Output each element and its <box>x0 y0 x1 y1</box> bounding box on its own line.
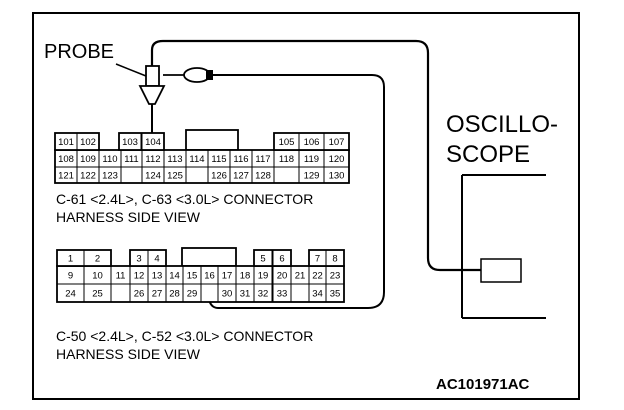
pin-label-31: 31 <box>240 289 251 300</box>
ground-lead <box>207 74 385 309</box>
lower-connector-caption-line1: C-50 <2.4L>, C-52 <3.0L> CONNECTOR <box>56 328 313 344</box>
pin-label-3: 3 <box>136 254 141 265</box>
pin-cell-32 <box>253 283 273 303</box>
upper-connector: 101 102 103 104 105 106 107 108 109 110 111 112 113 1… <box>54 129 350 184</box>
pin-label-122: 122 <box>80 171 96 182</box>
pin-label-19: 19 <box>258 271 269 282</box>
pin-label-130: 130 <box>329 171 345 182</box>
pin-label-11: 11 <box>116 271 126 282</box>
pin-label-24: 24 <box>65 289 76 300</box>
pin-label-124: 124 <box>145 171 161 182</box>
pin-label-1: 1 <box>68 254 73 265</box>
pin-label-12: 12 <box>134 271 145 282</box>
pin-label-16: 16 <box>204 271 215 282</box>
oscilloscope <box>461 174 546 319</box>
pin-label-5: 5 <box>260 254 265 265</box>
pin-label-129: 129 <box>304 171 320 182</box>
pin-label-18: 18 <box>240 271 251 282</box>
pin-label-6: 6 <box>279 254 284 265</box>
pin-cell-33 <box>272 283 292 303</box>
pin-label-28: 28 <box>169 289 180 300</box>
figure-frame <box>32 12 580 400</box>
pin-label-106: 106 <box>304 137 320 148</box>
pin-label-114: 114 <box>189 154 204 165</box>
pin-label-104: 104 <box>145 137 161 148</box>
pin-cell-123 <box>98 166 122 184</box>
pin-label-111: 111 <box>124 154 138 165</box>
pin-label-2: 2 <box>95 254 100 265</box>
pin-cell-35 <box>325 283 345 303</box>
pin-label-123: 123 <box>102 171 118 182</box>
pin-label-125: 125 <box>167 171 183 182</box>
oscilloscope-input-jack <box>480 258 522 283</box>
pin-label-32: 32 <box>258 289 269 300</box>
pin-label-15: 15 <box>187 271 198 282</box>
probe-label: PROBE <box>44 41 114 63</box>
upper-connector-caption-line1: C-61 <2.4L>, C-63 <3.0L> CONNECTOR <box>56 191 313 207</box>
lower-connector-caption-line2: HARNESS SIDE VIEW <box>56 346 201 362</box>
pin-label-110: 110 <box>102 154 117 165</box>
pin-cell-128 <box>251 166 275 184</box>
pin-cell-130 <box>323 166 350 184</box>
pin-label-103: 103 <box>122 137 138 148</box>
pin-label-22: 22 <box>312 271 323 282</box>
probe-leader <box>115 63 147 77</box>
pin-label-9: 9 <box>68 271 73 282</box>
pin-label-14: 14 <box>169 271 180 282</box>
pin-label-108: 108 <box>58 154 74 165</box>
pin-label-109: 109 <box>80 154 96 165</box>
pin-label-113: 113 <box>167 154 182 165</box>
pin-label-10: 10 <box>92 271 103 282</box>
pin-label-117: 117 <box>255 154 270 165</box>
upper-connector-caption-line2: HARNESS SIDE VIEW <box>56 209 201 225</box>
pin-cell-25 <box>83 283 112 303</box>
pin-label-34: 34 <box>312 289 323 300</box>
pin-cell-125 <box>163 166 187 184</box>
pin-cell-29 <box>182 283 202 303</box>
pin-label-23: 23 <box>330 271 341 282</box>
pin-label-121: 121 <box>58 171 74 182</box>
oscilloscope-label-line2: SCOPE <box>446 141 530 168</box>
pin-label-26: 26 <box>134 289 145 300</box>
figure-id: AC101971AC <box>436 376 530 393</box>
pin-label-116: 116 <box>233 154 248 165</box>
pin-label-17: 17 <box>222 271 233 282</box>
pin-label-33: 33 <box>277 289 288 300</box>
pin-label-8: 8 <box>332 254 337 265</box>
pin-label-107: 107 <box>329 137 345 148</box>
pin-label-105: 105 <box>279 137 295 148</box>
pin-label-126: 126 <box>211 171 227 182</box>
pin-label-127: 127 <box>233 171 249 182</box>
pin-label-27: 27 <box>152 289 163 300</box>
pin-label-30: 30 <box>222 289 233 300</box>
pin-label-20: 20 <box>277 271 288 282</box>
pin-label-120: 120 <box>329 154 345 165</box>
pin-label-7: 7 <box>315 254 320 265</box>
pin-label-29: 29 <box>187 289 198 300</box>
pin-label-25: 25 <box>92 289 103 300</box>
pin-label-115: 115 <box>211 154 226 165</box>
pin-label-119: 119 <box>304 154 319 165</box>
pin-label-112: 112 <box>145 154 160 165</box>
pin-label-4: 4 <box>154 254 159 265</box>
probe-cable <box>150 39 481 272</box>
pin-label-102: 102 <box>80 137 96 148</box>
pin-label-35: 35 <box>330 289 341 300</box>
pin-label-118: 118 <box>279 154 294 165</box>
oscilloscope-label-line1: OSCILLO- <box>446 111 558 138</box>
pin-label-128: 128 <box>255 171 271 182</box>
pin-label-101: 101 <box>58 137 74 148</box>
probe <box>138 65 166 143</box>
pin-label-21: 21 <box>295 271 306 282</box>
pin-label-13: 13 <box>152 271 163 282</box>
